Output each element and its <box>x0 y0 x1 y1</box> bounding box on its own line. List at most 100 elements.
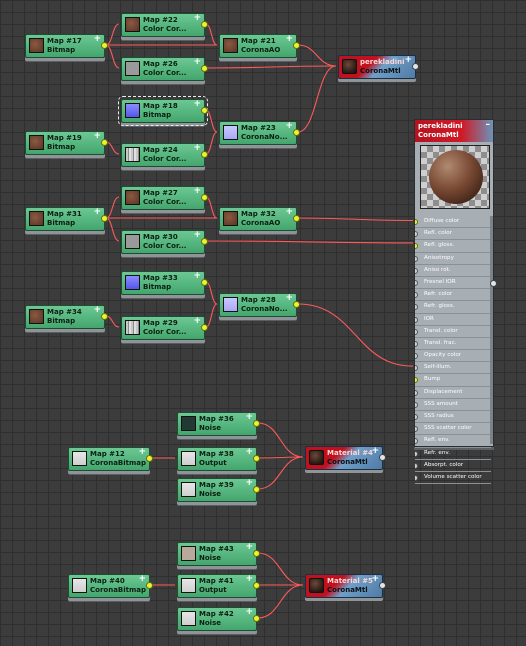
material-slot[interactable]: Refl. gloss. <box>415 240 491 253</box>
slot-input-port[interactable] <box>415 316 418 323</box>
slot-input-port[interactable] <box>415 328 418 335</box>
material-slot[interactable]: Refl. env. <box>415 435 491 448</box>
expand-icon[interactable]: + <box>193 230 201 240</box>
output-port[interactable] <box>253 550 260 557</box>
material-slot[interactable]: Volume scatter color <box>415 472 491 485</box>
material-slot[interactable]: Bump <box>415 374 491 387</box>
output-port[interactable] <box>201 324 208 331</box>
slot-input-port[interactable] <box>415 279 418 286</box>
expand-icon[interactable]: + <box>245 542 253 552</box>
material-slot[interactable]: Displacement <box>415 387 491 399</box>
output-port[interactable] <box>146 582 153 589</box>
material-slot[interactable]: Anisotropy <box>415 253 491 265</box>
output-port[interactable] <box>253 420 260 427</box>
expand-icon[interactable]: + <box>193 143 201 153</box>
slot-input-port[interactable] <box>415 267 418 274</box>
expand-icon[interactable]: + <box>371 574 379 584</box>
slot-input-port[interactable] <box>415 292 418 299</box>
collapse-icon[interactable]: – <box>485 120 491 130</box>
expand-icon[interactable]: + <box>193 13 201 23</box>
material-slot[interactable]: SSS amount <box>415 399 491 411</box>
output-port[interactable] <box>201 151 208 158</box>
output-port[interactable] <box>293 42 300 49</box>
slot-input-port[interactable] <box>415 255 418 262</box>
output-port[interactable] <box>379 454 386 461</box>
output-port[interactable] <box>293 215 300 222</box>
expand-icon[interactable]: + <box>193 57 201 67</box>
material-slot[interactable]: Opacity color <box>415 350 491 363</box>
slot-input-port[interactable] <box>415 231 418 238</box>
output-port[interactable] <box>201 107 208 114</box>
slot-input-port[interactable] <box>415 438 418 445</box>
expand-icon[interactable]: + <box>138 574 146 584</box>
slot-input-port[interactable] <box>415 401 418 408</box>
material-slot[interactable]: Aniso rot. <box>415 265 491 277</box>
output-port[interactable] <box>201 238 208 245</box>
slot-input-port[interactable] <box>415 340 418 347</box>
expand-icon[interactable]: + <box>93 34 101 44</box>
expand-icon[interactable]: + <box>245 478 253 488</box>
material-slot[interactable]: Self-illum. <box>415 362 491 375</box>
expand-icon[interactable]: + <box>245 607 253 617</box>
output-port[interactable] <box>379 582 386 589</box>
slot-input-port[interactable] <box>415 426 418 433</box>
material-slot[interactable]: Refr. gloss. <box>415 301 491 314</box>
material-node-header[interactable]: perekladini CoronaMtl – <box>415 120 493 142</box>
expand-icon[interactable]: + <box>404 55 412 65</box>
output-port[interactable] <box>101 215 108 222</box>
expand-icon[interactable]: + <box>93 131 101 141</box>
material-slot[interactable]: Absorpt. color <box>415 460 491 472</box>
slot-input-port[interactable] <box>415 450 418 457</box>
slot-scrollbar[interactable] <box>490 216 493 444</box>
expand-icon[interactable]: + <box>285 207 293 217</box>
output-port[interactable] <box>201 194 208 201</box>
slot-input-port[interactable] <box>415 365 418 372</box>
output-port[interactable] <box>253 615 260 622</box>
material-slot[interactable]: Refr. color <box>415 289 491 302</box>
expand-icon[interactable]: + <box>138 447 146 457</box>
expand-icon[interactable]: + <box>285 121 293 131</box>
slot-input-port[interactable] <box>415 389 418 396</box>
expand-icon[interactable]: + <box>193 316 201 326</box>
expand-icon[interactable]: + <box>285 293 293 303</box>
material-slot[interactable]: Refr. env. <box>415 448 491 460</box>
slot-input-port[interactable] <box>415 304 418 311</box>
expand-icon[interactable]: + <box>93 207 101 217</box>
output-port[interactable] <box>201 65 208 72</box>
slot-input-port[interactable] <box>415 219 418 225</box>
slot-input-port[interactable] <box>415 353 418 360</box>
expand-icon[interactable]: + <box>245 574 253 584</box>
output-port[interactable] <box>253 455 260 462</box>
slot-input-port[interactable] <box>415 462 418 469</box>
output-port[interactable] <box>293 301 300 308</box>
output-port[interactable] <box>253 486 260 493</box>
output-port[interactable] <box>101 313 108 320</box>
expand-icon[interactable]: + <box>245 412 253 422</box>
output-port[interactable] <box>253 582 260 589</box>
slot-input-port[interactable] <box>415 474 418 481</box>
output-port[interactable] <box>101 139 108 146</box>
slot-input-port[interactable] <box>415 377 418 384</box>
expand-icon[interactable]: + <box>285 34 293 44</box>
